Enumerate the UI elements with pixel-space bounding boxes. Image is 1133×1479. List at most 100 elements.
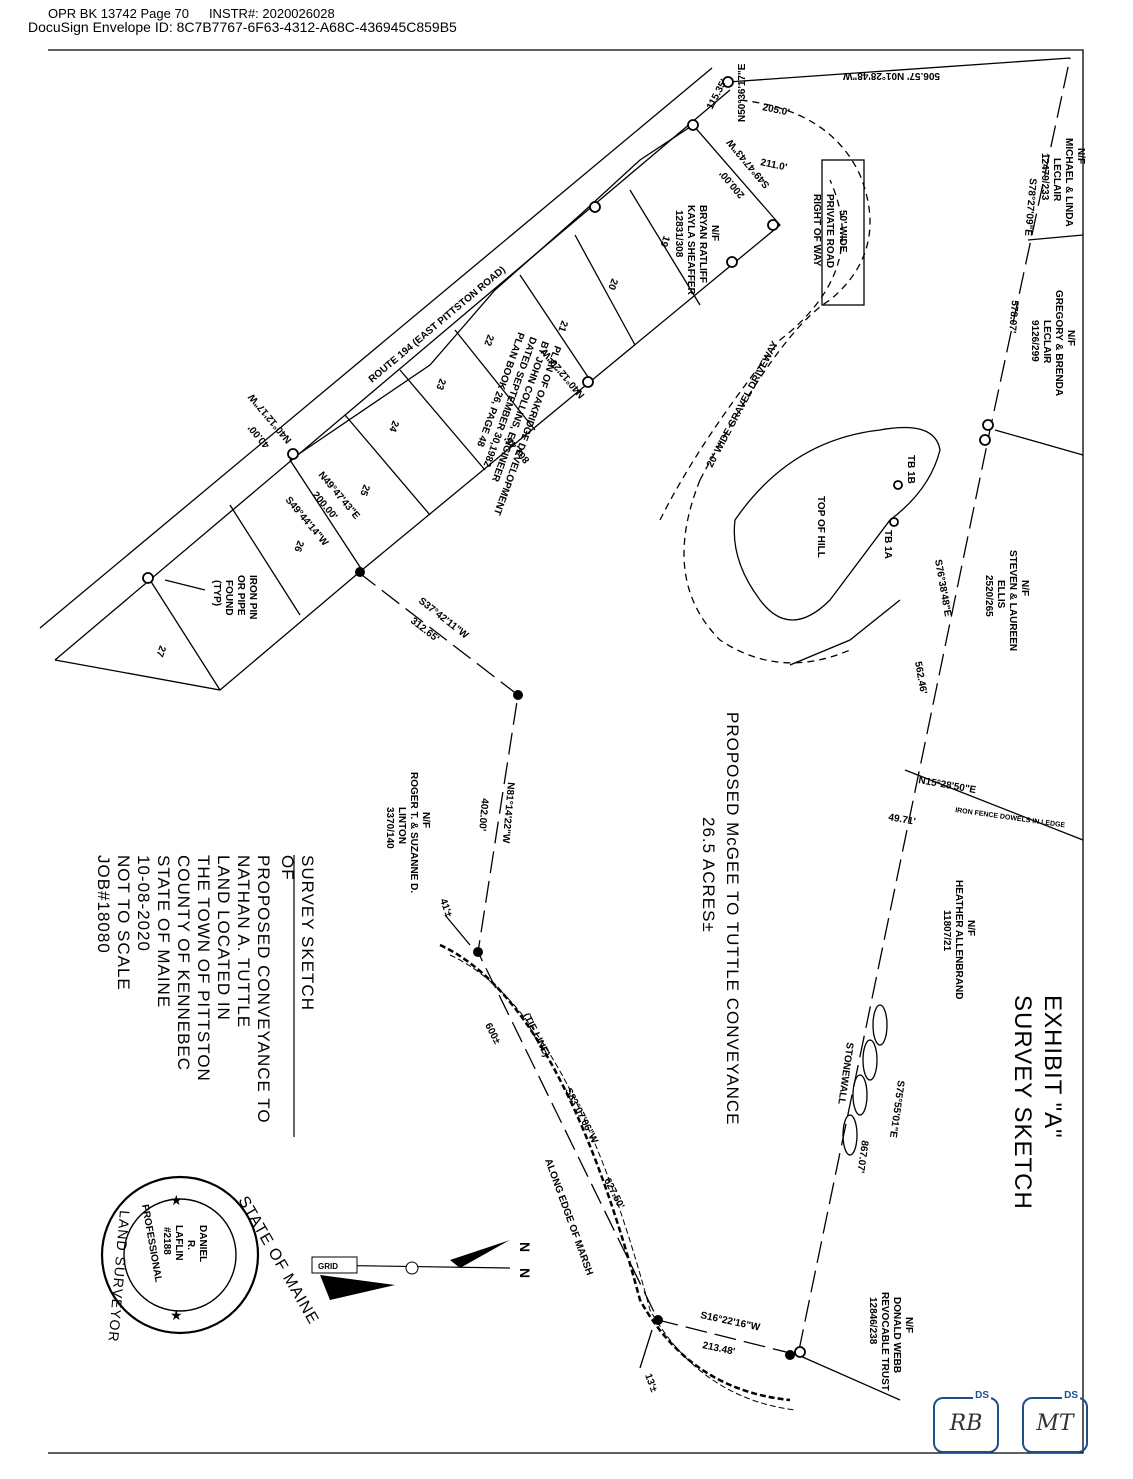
private-road-box [821, 159, 865, 306]
hill-contour [733, 426, 941, 621]
pt-n81 [473, 947, 483, 957]
compass-center [405, 1261, 419, 1275]
survey-line-7: STATE OF MAINE [154, 855, 173, 1008]
envelope-id: DocuSign Envelope ID: 8C7B7767-6F63-4312… [28, 19, 457, 35]
leclair-m-1: MICHAEL & LINDA [1063, 138, 1074, 227]
iron-pin-1: OR PIPE [235, 575, 246, 616]
ds-tag-2: DS [1062, 1390, 1080, 1401]
brg-205: 205.0' [761, 102, 790, 118]
pin-webb [794, 1346, 806, 1358]
brg-s78-07: 578.07' [1006, 300, 1020, 334]
ellis-3: 2520/265 [983, 575, 994, 617]
lot-div-3 [344, 414, 431, 516]
pin-s49 [767, 219, 779, 231]
lot-div-2 [149, 579, 221, 691]
frame [48, 49, 1084, 1454]
driveway-south [683, 479, 851, 664]
leclair-m-3: 12479/233 [1039, 153, 1050, 201]
brg-867: 867.07' [854, 1140, 869, 1174]
survey-line-1: OF [278, 855, 297, 881]
arrow-13 [639, 1329, 653, 1369]
lot-24: 24 [386, 419, 400, 434]
allenbrand-1: HEATHER ALLENBRAND [953, 880, 964, 999]
docusign-initial-1[interactable]: DS RB [933, 1390, 999, 1453]
brg-312: 312.65' [408, 616, 441, 645]
ds-initials-2: MT [1036, 1411, 1074, 1436]
docusign-initial-2[interactable]: DS MT [1022, 1390, 1088, 1453]
brg-211: 211.0' [759, 157, 788, 173]
brg-n50: N50°36'17"E [737, 63, 748, 122]
stonewall-1 [872, 1004, 888, 1046]
exhibit-subtitle: SURVEY SKETCH [1009, 995, 1036, 1210]
leclair-m-0: N/F [1075, 148, 1086, 164]
seal-name-1: DANIEL [197, 1225, 208, 1262]
ratliff-3: 12831/308 [673, 210, 684, 258]
exhibit-title: EXHIBIT "A" [1039, 995, 1066, 1139]
driveway-label: 20' WIDE GRAVEL DRIVEWAY [705, 339, 781, 469]
webb-0: N/F [903, 1317, 914, 1333]
north-label-1: N [517, 1242, 533, 1252]
pt-26 [355, 567, 365, 577]
survey-line-4: LAND LOCATED IN [214, 855, 233, 1021]
webb-3: 12846/238 [867, 1297, 878, 1345]
brg-627: 627.50' [601, 1176, 626, 1210]
top-of-hill: TOP OF HILL [815, 496, 826, 558]
ratliff-1: BRYAN RATLIFF [697, 205, 708, 283]
brg-213: 213.48' [701, 1340, 736, 1358]
brg-13: 13'± [642, 1372, 659, 1394]
brg-s75: S75°55'01"E [887, 1080, 906, 1139]
ellis-0: N/F [1019, 580, 1030, 596]
marsh-edge [439, 943, 791, 1402]
brg-n15: N15°28'50"E [917, 775, 977, 796]
webb-1: DONALD WEBB [891, 1297, 902, 1373]
pin-27 [142, 572, 154, 584]
tb1a-marker [889, 517, 899, 527]
pin-leclair [982, 419, 994, 431]
pin-40 [287, 448, 299, 460]
road-edge-1 [39, 67, 713, 629]
leclair-g-0: N/F [1065, 330, 1076, 346]
tie-line-label: (TIE LINE) [520, 1011, 551, 1059]
pin-19 [589, 201, 601, 213]
pin-ellis [979, 434, 991, 446]
arrow-41 [444, 914, 471, 946]
survey-line-6: COUNTY OF KENNEBEC [174, 855, 193, 1071]
brg-562: 562.46' [912, 661, 929, 695]
survey-line-5: THE TOWN OF PITTSTON [194, 855, 213, 1082]
lot-div-1 [229, 504, 301, 616]
iron-pin-0: IRON PIN [247, 575, 258, 619]
pin-21 [582, 376, 594, 388]
hill-edge [789, 599, 901, 666]
proposed-acres: 26.5 ACRES± [699, 817, 718, 933]
north-label-2: N [517, 1268, 533, 1278]
brg-402: 402.00' [476, 798, 490, 832]
linton-1: ROGER T. & SUZANNE D. [408, 772, 419, 893]
brg-49: 49.71' [887, 812, 916, 828]
lot-20: 20 [605, 277, 619, 292]
leclair-g-3: 9126/299 [1029, 320, 1040, 362]
grid-label: GRID [318, 1262, 338, 1271]
brg-n81: N81°14'22"W [500, 782, 516, 844]
stonewall-4 [842, 1114, 858, 1156]
private-road-1: 50' WIDE [837, 210, 848, 253]
lot-div-8 [629, 189, 701, 306]
divider-webb [797, 1354, 901, 1401]
leclair-g-1: GREGORY & BRENDA [1053, 290, 1064, 396]
seal-name-3: LAFLIN [173, 1225, 184, 1261]
pin-leader [164, 579, 206, 591]
ds-tag-1: DS [973, 1390, 991, 1401]
lot-23: 23 [433, 377, 447, 392]
lot-div-4 [399, 369, 486, 471]
lot-21: 21 [555, 319, 569, 334]
lot-27: 27 [153, 644, 167, 659]
brg-s78-27: S78°27'09"E [1022, 178, 1038, 237]
iron-pin-2: FOUND [223, 580, 234, 616]
lot-22: 22 [481, 333, 495, 348]
linton-0: N/F [420, 812, 431, 828]
proposed-title: PROPOSED McGEE TO TUTTLE CONVEYANCE [723, 712, 742, 1125]
brg-41: 41'± [437, 897, 454, 919]
leclair-g-2: LECLAIR [1041, 320, 1052, 364]
survey-line-0: SURVEY SKETCH [298, 855, 317, 1011]
pin-north [722, 76, 734, 88]
lot-div-7 [574, 234, 636, 346]
